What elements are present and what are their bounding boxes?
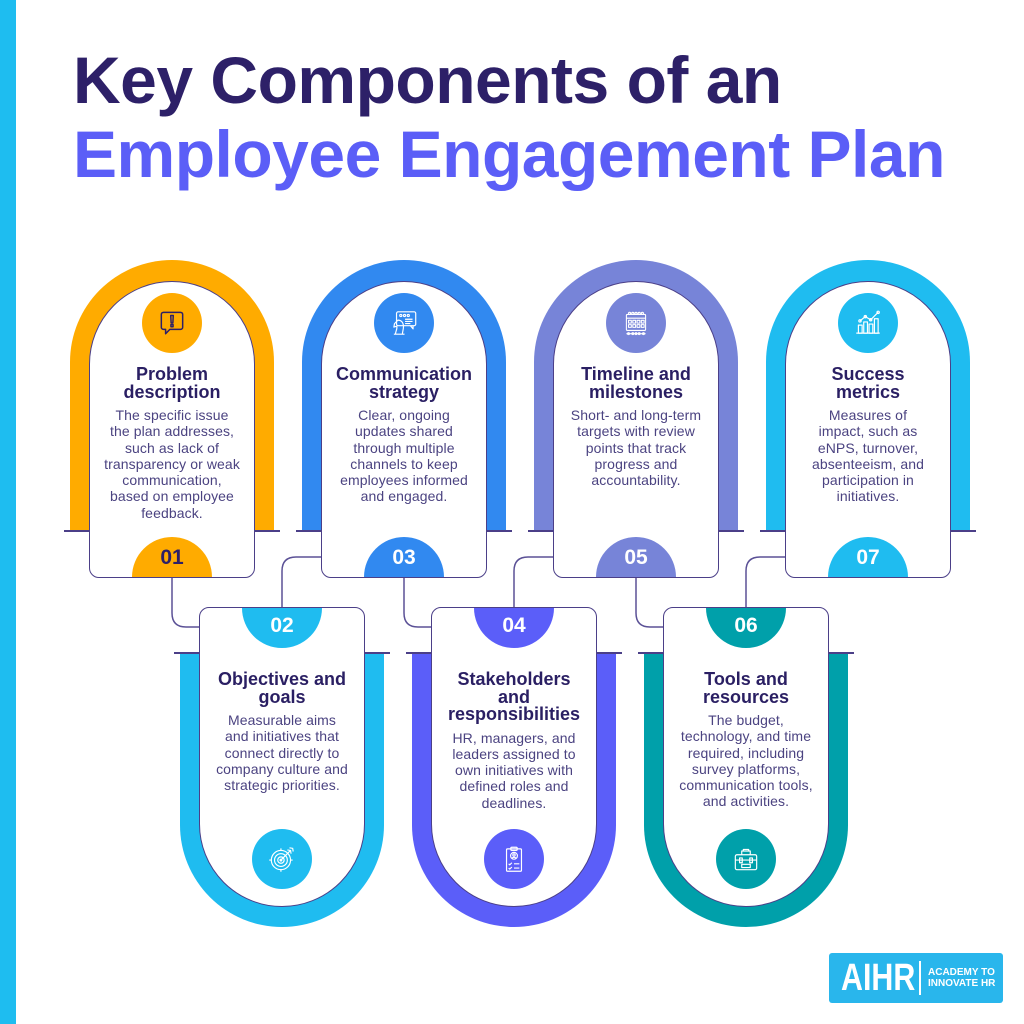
card-content: Stakeholders and responsibilities HR, ma… [432,669,596,811]
card-title: Problem description [123,364,221,402]
connector-05-06 [635,578,663,628]
card-description: The specific issue the plan addresses, s… [104,407,240,521]
step-number: 03 [392,546,416,569]
component-card-07: Success metrics Measures of impact, such… [785,281,951,578]
icon-badge [606,293,666,353]
card-content: Timeline and milestones Short- and long-… [554,364,718,489]
icon-badge [716,829,776,889]
component-card-05: Timeline and milestones Short- and long-… [553,281,719,578]
logo-tagline-line-1: ACADEMY TO [928,967,995,978]
connector-01-02 [171,578,199,628]
card-title: Stakeholders and responsibilities [447,669,581,724]
card-title: Success metrics [831,364,905,402]
step-number: 05 [624,546,648,569]
component-card-06: 06 Tools and resources The budget, techn… [663,607,829,907]
card-description: HR, managers, and leaders assigned to ow… [452,729,576,811]
title-line-2: Employee Engagement Plan [73,117,945,191]
alert-speech-bubble-icon [160,311,184,335]
card-content: Communication strategy Clear, ongoing up… [322,364,486,505]
card-content: Objectives and goals Measurable aims and… [200,669,364,794]
icon-badge [252,829,312,889]
step-number: 06 [734,614,758,637]
connector-06-07 [745,556,785,607]
step-number: 01 [160,546,184,569]
step-number-badge: 07 [828,537,908,577]
connector-03-04 [403,578,431,628]
card-description: Measurable aims and initiatives that con… [216,712,348,794]
logo-tagline: ACADEMY TO INNOVATE HR [928,967,995,989]
strategy-chat-icon [393,311,417,335]
card-description: The budget, technology, and time require… [679,712,813,810]
step-number-badge: 05 [596,537,676,577]
calendar-icon [625,311,647,336]
title-line-1: Key Components of an [73,43,782,117]
icon-badge [838,293,898,353]
icon-badge [142,293,202,353]
card-content: Tools and resources The budget, technolo… [664,669,828,810]
card-title: Timeline and milestones [581,364,691,402]
component-card-02: 02 Objectives and goals Measurable aims … [199,607,365,907]
icon-badge [484,829,544,889]
logo-mark: AIHR [841,957,916,999]
card-title: Tools and resources [702,669,790,707]
step-number-badge: 02 [242,608,322,648]
connector-02-03 [281,556,321,607]
clipboard-person-icon [505,846,523,872]
component-card-04: 04 Stakeholders and responsibilities HR,… [431,607,597,907]
step-number-badge: 03 [364,537,444,577]
step-number: 04 [502,614,526,637]
card-description: Clear, ongoing updates shared through mu… [340,407,468,505]
target-arrow-icon [269,847,294,872]
card-title: Communication strategy [335,364,472,402]
component-card-03: Communication strategy Clear, ongoing up… [321,281,487,578]
icon-badge [374,293,434,353]
card-description: Measures of impact, such as eNPS, turnov… [811,407,925,505]
card-content: Problem description The specific issue t… [90,364,254,521]
card-description: Short- and long-term targets with review… [570,407,702,489]
step-number: 02 [270,614,294,637]
page-title: Key Components of an Employee Engagement… [73,43,945,191]
aihr-logo: AIHR ACADEMY TO INNOVATE HR [829,953,1003,1003]
step-number-badge: 06 [706,608,786,648]
step-number-badge: 01 [132,537,212,577]
toolbox-icon [734,848,758,871]
accent-stripe [0,0,16,1024]
card-content: Success metrics Measures of impact, such… [786,364,950,505]
growth-chart-icon [856,310,880,334]
logo-separator [919,961,921,995]
connector-04-05 [513,556,553,607]
logo-tagline-line-2: INNOVATE HR [928,978,996,989]
card-title: Objectives and goals [217,669,347,707]
step-number-badge: 04 [474,608,554,648]
step-number: 07 [856,546,880,569]
component-card-01: Problem description The specific issue t… [89,281,255,578]
